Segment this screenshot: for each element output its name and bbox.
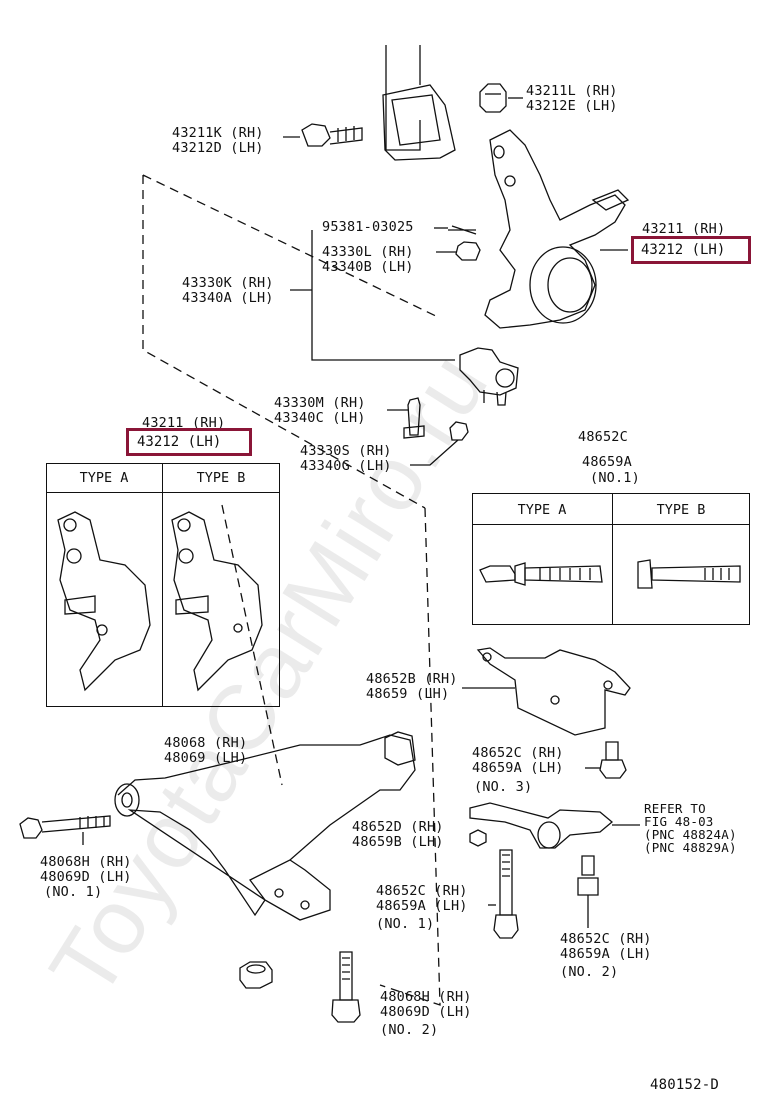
left-callout-rh-label: 43211 (RH) xyxy=(142,416,225,431)
bolt-c-no1-label: 48652C (RH) 48659A (LH) (NO. 1) xyxy=(376,884,468,932)
nut-arm-rh: 48652D (RH) xyxy=(352,819,444,835)
ball-joint-shape xyxy=(459,347,519,406)
left-highlight-box xyxy=(126,428,252,456)
arm-bolt-no2-rh: 48068H (RH) xyxy=(380,989,472,1005)
cotter-pin-part: 95381-03025 xyxy=(322,219,414,235)
ball-joint-nut-shape xyxy=(410,421,469,466)
bolt-c-no1-no: (NO. 1) xyxy=(376,916,435,932)
type-a-knuckle-sketch xyxy=(57,511,151,692)
left-type-b-label: TYPE B xyxy=(196,470,246,486)
ball-joint-nut-lh: 43340G (LH) xyxy=(300,458,392,474)
ball-joint-nut-rh: 43330S (RH) xyxy=(300,443,392,459)
nut-arm-label: 48652D (RH) 48659B (LH) xyxy=(352,820,444,850)
strut-nut-lh: 43212E (LH) xyxy=(526,98,618,114)
bracket-lh: 48659 (LH) xyxy=(366,686,450,702)
bolt-c-no2-lh: 48659A (LH) xyxy=(560,946,652,962)
diagram-code: 480152-D xyxy=(650,1077,720,1093)
bushing-shape xyxy=(239,961,273,989)
bolt-no3-shape xyxy=(585,741,627,779)
bracket-rh: 48652B (RH) xyxy=(366,671,458,687)
left-type-box xyxy=(46,463,280,707)
arm-bolt-no2-label: 48068H (RH) 48069D (LH) (NO. 2) xyxy=(380,990,472,1038)
bolt-no3-lh: 48659A (LH) xyxy=(472,760,564,776)
arm-bolt-no1-rh: 48068H (RH) xyxy=(40,854,132,870)
ball-joint-label: 43330K (RH) 43340A (LH) xyxy=(182,276,274,306)
upper-bolt-lh: 43212D (LH) xyxy=(172,140,264,156)
lower-arm-label: 48068 (RH) 48069 (LH) xyxy=(164,736,247,766)
bolt-group-no: (NO.1) xyxy=(590,470,640,486)
bolt-c-no2-shape xyxy=(577,855,599,928)
bolt-c-no2-label: 48652C (RH) 48659A (LH) (NO. 2) xyxy=(560,932,652,980)
arm-bolt-no2-shape xyxy=(331,951,361,1023)
strut-assembly xyxy=(382,45,456,161)
bolt-no3-rh: 48652C (RH) xyxy=(472,745,564,761)
refer-label: REFER TO FIG 48-03 (PNC 48824A) (PNC 488… xyxy=(644,802,737,854)
bolt-c-no2-rh: 48652C (RH) xyxy=(560,931,652,947)
bolt-group-part1: 48652C xyxy=(578,429,628,445)
bolt-group-part2: 48659A xyxy=(582,454,632,470)
arm-bolt-no1-lh: 48069D (LH) xyxy=(40,869,132,885)
knuckle-highlight-box xyxy=(631,236,751,264)
arm-bolt-no1-no: (NO. 1) xyxy=(44,884,103,900)
right-type-box-divider xyxy=(612,493,613,625)
lower-arm-rh: 48068 (RH) xyxy=(164,735,248,751)
bolt-c-no1-shape xyxy=(488,849,519,939)
ball-joint-bolt-lh: 43340C (LH) xyxy=(274,410,366,426)
knuckle-nut-lh: 43340B (LH) xyxy=(322,259,414,275)
knuckle-callout-rh-label: 43211 (RH) xyxy=(642,222,725,237)
ball-joint-rh: 43330K (RH) xyxy=(182,275,274,291)
ball-joint-bolt-label: 43330M (RH) 43340C (LH) xyxy=(274,396,366,426)
upper-bolt-rh: 43211K (RH) xyxy=(172,125,264,141)
cotter-pin-label: 95381-03025 xyxy=(322,220,414,235)
knuckle-nut-label: 43330L (RH) 43340B (LH) xyxy=(322,245,414,275)
strut-nut-rh: 43211L (RH) xyxy=(526,83,618,99)
knuckle-callout-lh: 43212 (LH) xyxy=(641,242,726,258)
knuckle-nut-rh: 43330L (RH) xyxy=(322,244,414,260)
ball-joint-bolt-rh: 43330M (RH) xyxy=(274,395,366,411)
left-type-box-divider xyxy=(162,463,163,707)
bolt-no3-label: 48652C (RH) 48659A (LH) (NO. 3) xyxy=(472,746,564,795)
left-type-a-label: TYPE A xyxy=(79,470,129,486)
bolt-c-no1-lh: 48659A (LH) xyxy=(376,898,468,914)
right-type-box-header xyxy=(472,493,750,525)
lower-arm-shape xyxy=(114,731,416,921)
steering-knuckle-shape xyxy=(484,129,630,329)
right-type-b-label: TYPE B xyxy=(656,502,706,518)
arm-bolt-no2-lh: 48069D (LH) xyxy=(380,1004,472,1020)
bolt-c-no2-no: (NO. 2) xyxy=(560,964,619,980)
left-callout-lh: 43212 (LH) xyxy=(137,434,222,450)
arm-bolt-no1-shape xyxy=(19,815,111,845)
arm-nut-shape xyxy=(469,829,487,847)
upper-bolt-label: 43211K (RH) 43212D (LH) xyxy=(172,126,264,156)
left-type-box-header xyxy=(46,463,280,493)
bracket-shape xyxy=(462,647,631,736)
knuckle-callout-rh: 43211 (RH) xyxy=(642,221,726,237)
bolt-type-figures xyxy=(479,559,741,589)
cotter-pin-shape xyxy=(434,225,477,235)
ball-joint-lh: 43340A (LH) xyxy=(182,290,274,306)
arm-bolt-no2-no: (NO. 2) xyxy=(380,1022,439,1038)
upper-bolt-shape xyxy=(283,123,363,147)
strut-nut-shape xyxy=(479,83,523,113)
ball-joint-nut-label: 43330S (RH) 43340G (LH) xyxy=(300,444,392,474)
bracket-label: 48652B (RH) 48659 (LH) xyxy=(366,672,458,702)
refer-line2: FIG 48-03 xyxy=(644,814,714,829)
refer-line1: REFER TO xyxy=(644,801,706,816)
refer-line4: (PNC 48829A) xyxy=(644,840,737,855)
bolt-c-no1-rh: 48652C (RH) xyxy=(376,883,468,899)
strut-nut-label: 43211L (RH) 43212E (LH) xyxy=(526,84,618,114)
ball-joint-bolt-shape xyxy=(387,397,425,439)
lower-arm-lh: 48069 (LH) xyxy=(164,750,248,766)
knuckle-nut-shape xyxy=(436,241,481,261)
arm-bolt-no1-label: 48068H (RH) 48069D (LH) (NO. 1) xyxy=(40,855,132,900)
rear-bracket-shape xyxy=(469,802,640,849)
right-type-a-label: TYPE A xyxy=(517,502,567,518)
left-callout-rh: 43211 (RH) xyxy=(142,415,226,431)
nut-arm-lh: 48659B (LH) xyxy=(352,834,444,850)
bolt-no3-no: (NO. 3) xyxy=(474,779,533,795)
type-b-knuckle-sketch xyxy=(171,511,263,692)
refer-line3: (PNC 48824A) xyxy=(644,827,737,842)
